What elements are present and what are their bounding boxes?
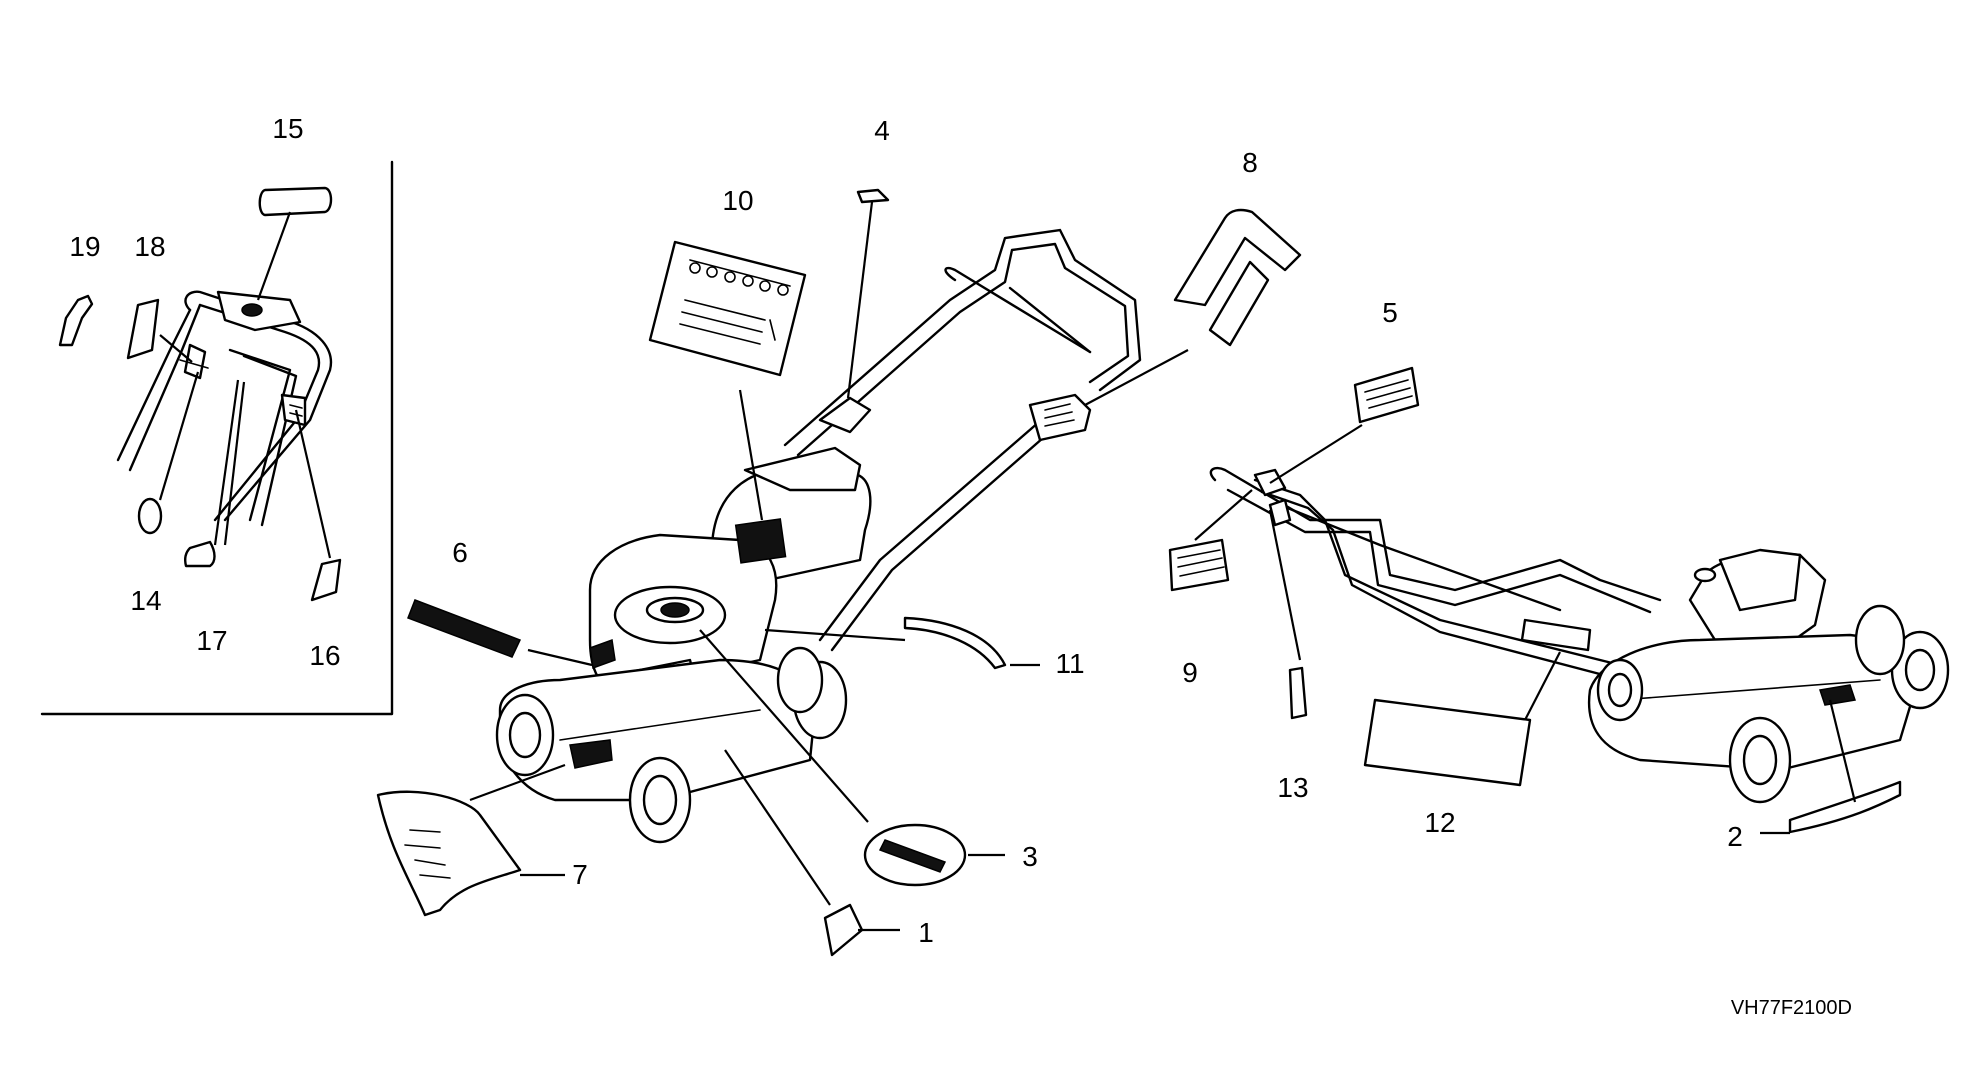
callout-9: 9 [1182,657,1198,688]
part-11-label [764,616,1040,670]
part-14-label [137,497,163,535]
callout-16: 16 [309,640,340,671]
diagram-code: VH77F2100D [1731,997,1852,1019]
part-15-label [258,186,333,217]
callout-5: 5 [1382,297,1398,328]
callout-11: 11 [1055,648,1084,679]
callout-17: 17 [196,625,227,656]
callout-18: 18 [134,231,165,262]
callout-13: 13 [1277,772,1308,803]
inset-detail [40,160,394,716]
callout-12: 12 [1424,807,1455,838]
part-7-label [376,763,566,917]
part-4-label [846,188,890,399]
callout-3: 3 [1022,841,1038,872]
center-mower [495,228,1142,844]
part-2-label [1760,699,1902,835]
part-13-label [1268,509,1308,720]
part-12-label [1363,651,1561,787]
callout-1: 1 [918,917,934,948]
part-5-label [1269,366,1420,484]
callout-15: 15 [272,113,303,144]
callout-6: 6 [452,537,468,568]
callout-10: 10 [722,185,753,216]
part-10-label-sheet [648,240,807,521]
part-17-label [184,540,216,568]
part-3-label [699,629,1005,887]
callout-7: 7 [572,859,588,890]
callout-8: 8 [1242,147,1258,178]
part-6-label [407,599,593,667]
right-mower [1209,466,1950,804]
part-8-label [1084,208,1302,406]
callout-2: 2 [1727,821,1743,852]
part-1-label [724,749,900,957]
part-16-label [310,558,342,602]
part-18-label [126,298,160,360]
callout-4: 4 [874,115,890,146]
part-19-label [58,294,94,347]
part-9-label [1168,489,1253,592]
callout-14: 14 [130,585,161,616]
callout-19: 19 [69,231,100,262]
